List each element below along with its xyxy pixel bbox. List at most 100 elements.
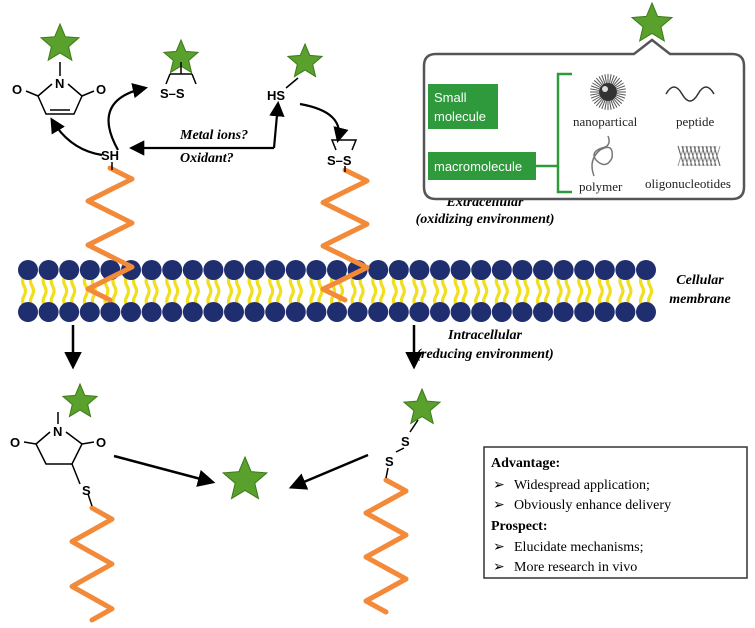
lipid-head-inner	[265, 302, 286, 322]
thioether-s-label: S	[82, 483, 91, 498]
lipid-head-inner	[224, 302, 244, 322]
lipid-head-inner	[491, 302, 512, 322]
lipid-tails	[638, 275, 654, 307]
small-molecule-label-1: Small	[434, 90, 467, 105]
star-icon	[286, 42, 324, 78]
lipid-tails	[41, 275, 56, 307]
lipid-head-outer	[265, 260, 286, 280]
prospect-item-2: More research in vivo	[514, 560, 637, 575]
lipid-head-inner	[533, 302, 553, 322]
maleimide-bottom-n-label: N	[53, 424, 62, 439]
thiol-left-label: SH	[101, 148, 119, 163]
peptide-icon	[665, 86, 715, 102]
oxidant-label: Oxidant?	[180, 151, 234, 166]
lipid-tails	[247, 275, 262, 307]
lipid-tails	[123, 275, 139, 307]
summary-box: Advantage: ➢ Widespread application; ➢ O…	[483, 446, 748, 579]
prospect-title: Prospect:	[491, 519, 548, 534]
advantage-item-2: Obviously enhance delivery	[514, 498, 671, 513]
extracellular-sub-label: (oxidizing environment)	[416, 212, 555, 227]
internalization-arrows	[64, 325, 423, 370]
cell-membrane	[18, 260, 656, 322]
lipid-tails	[288, 275, 303, 307]
star-icon	[39, 22, 81, 62]
lipid-tails	[412, 275, 427, 307]
lipid-head-outer	[368, 260, 389, 280]
star-icon	[630, 1, 674, 43]
star-icon	[221, 455, 269, 500]
disulfide-ring-top: S–S	[160, 62, 197, 101]
maleimide-top: N O O	[12, 62, 106, 115]
macromolecule-label: macromolecule	[434, 159, 522, 174]
lipid-tails	[309, 275, 324, 307]
oligonucleotide-icon	[677, 145, 721, 167]
lipid-head-outer	[512, 260, 533, 280]
lipid-tails	[371, 275, 386, 307]
oligonucleotides-label: oligonucleotides	[645, 176, 731, 191]
lipid-head-outer	[574, 260, 595, 280]
cargo-legend-panel: Small molecule macromolecule nanopartica…	[422, 38, 746, 201]
lipid-head-outer	[182, 260, 203, 280]
lipid-head-inner	[141, 302, 162, 322]
lipid-head-outer	[636, 260, 656, 280]
star-icon	[402, 387, 442, 425]
disulfide-bottom-s2-label: S	[385, 454, 394, 469]
lipid-head-outer	[285, 260, 306, 280]
stars-layer	[39, 1, 674, 500]
lipid-head-outer	[79, 260, 100, 280]
lipid-head-outer	[18, 260, 38, 280]
maleimide-bottom-o-right-label: O	[96, 435, 106, 450]
lipid-head-outer	[141, 260, 162, 280]
advantage-item-1: Widespread application;	[514, 478, 650, 493]
lipid-head-inner	[38, 302, 59, 322]
lipid-tails	[453, 275, 468, 307]
lipid-tails	[62, 275, 77, 307]
lipid-head-outer	[491, 260, 512, 280]
lipid-tails	[268, 275, 283, 307]
lipid-head-outer	[450, 260, 471, 280]
star-icon	[61, 382, 99, 418]
lipid-head-outer	[553, 260, 574, 280]
membrane-label: Cellular	[676, 273, 724, 288]
lipid-head-outer	[430, 260, 450, 280]
lipid-head-outer	[224, 260, 244, 280]
lipid-head-outer	[244, 260, 265, 280]
protein-coil-bottom-left	[69, 505, 115, 623]
lipid-tails	[535, 275, 551, 307]
peptide-label: peptide	[676, 114, 714, 129]
protein-coil-left	[85, 165, 135, 303]
thiol-right-label: HS	[267, 88, 285, 103]
maleimide-o-left-label: O	[12, 82, 22, 97]
lipid-tails	[474, 275, 489, 307]
advantage-bullet-1: ➢	[493, 478, 505, 493]
polymer-label: polymer	[579, 179, 623, 194]
lipid-head-inner	[512, 302, 533, 322]
lipid-tails	[185, 275, 200, 307]
disulfide-bottom: S S	[385, 419, 419, 479]
lipid-head-inner	[594, 302, 615, 322]
lipid-head-outer	[59, 260, 80, 280]
lipid-head-outer	[471, 260, 492, 280]
membrane-sub-label: membrane	[669, 292, 730, 307]
protein-coil-right	[320, 167, 370, 303]
lipid-head-inner	[388, 302, 409, 322]
lipid-head-inner	[244, 302, 265, 322]
lipid-head-inner	[182, 302, 203, 322]
lipid-head-inner	[306, 302, 327, 322]
advantage-bullet-2: ➢	[493, 498, 505, 513]
lipid-head-inner	[327, 302, 347, 322]
macromolecule-box	[428, 152, 536, 180]
lipid-head-inner	[285, 302, 306, 322]
nanoparticle-icon	[590, 74, 626, 110]
lipid-head-inner	[100, 302, 121, 322]
lipid-tails	[391, 275, 406, 307]
lipid-tails	[556, 275, 571, 307]
lipid-head-outer	[306, 260, 327, 280]
maleimide-bottom: N O O S	[10, 412, 106, 507]
lipid-tails	[144, 275, 159, 307]
advantage-title: Advantage:	[491, 456, 560, 471]
lipid-head-inner	[574, 302, 595, 322]
lipid-head-inner	[553, 302, 574, 322]
small-molecule-label-2: molecule	[434, 109, 486, 124]
